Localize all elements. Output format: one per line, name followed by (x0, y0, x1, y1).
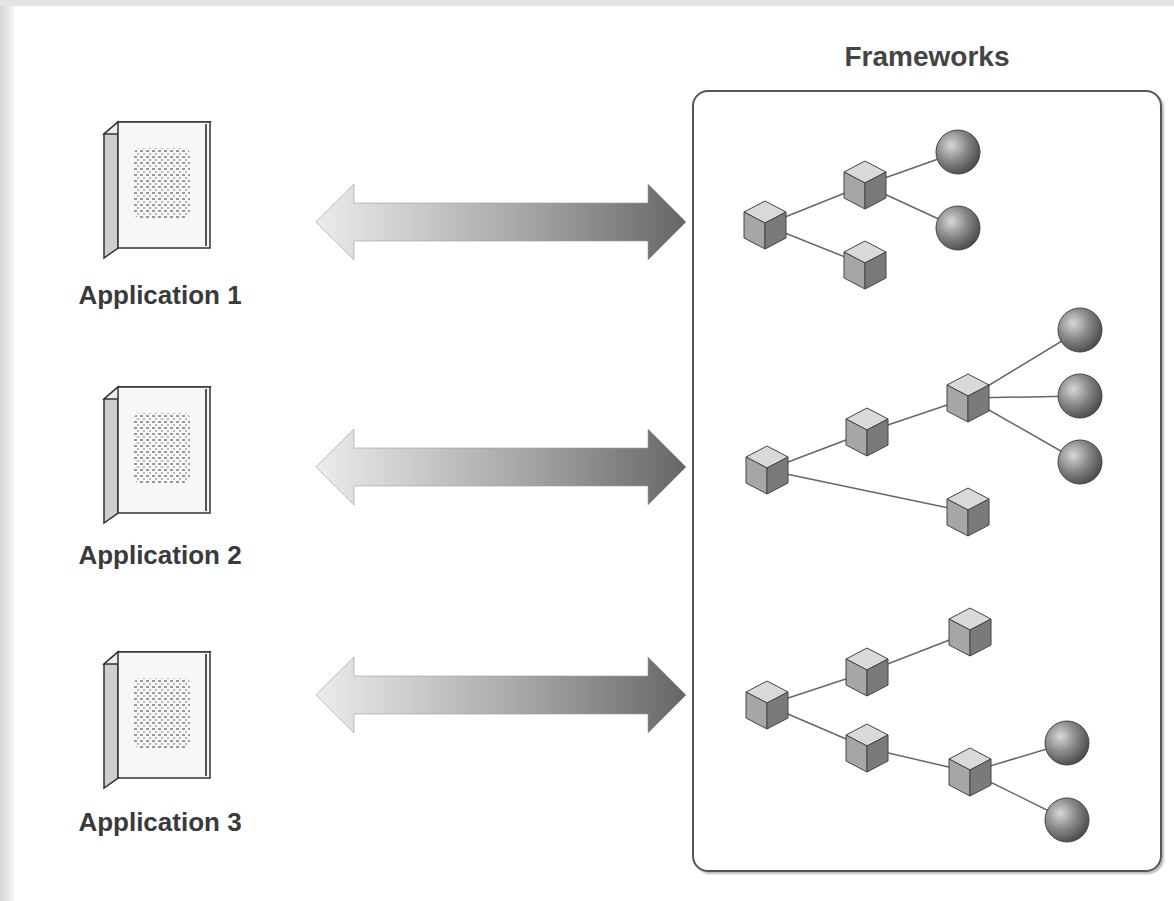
frameworks-panel: Frameworks (692, 40, 1162, 872)
panel-heading: Frameworks (692, 40, 1162, 74)
application-node: Application 2 (14, 370, 306, 575)
double-arrow (316, 184, 686, 260)
double-arrow (316, 657, 686, 733)
panel-border (692, 90, 1162, 872)
double-arrow (316, 429, 686, 505)
application-label: Application 1 (14, 280, 306, 310)
application-node: Application 1 (14, 105, 306, 315)
application-label: Application 2 (14, 540, 306, 570)
application-label: Application 3 (14, 807, 306, 837)
application-node: Application 3 (14, 635, 306, 842)
